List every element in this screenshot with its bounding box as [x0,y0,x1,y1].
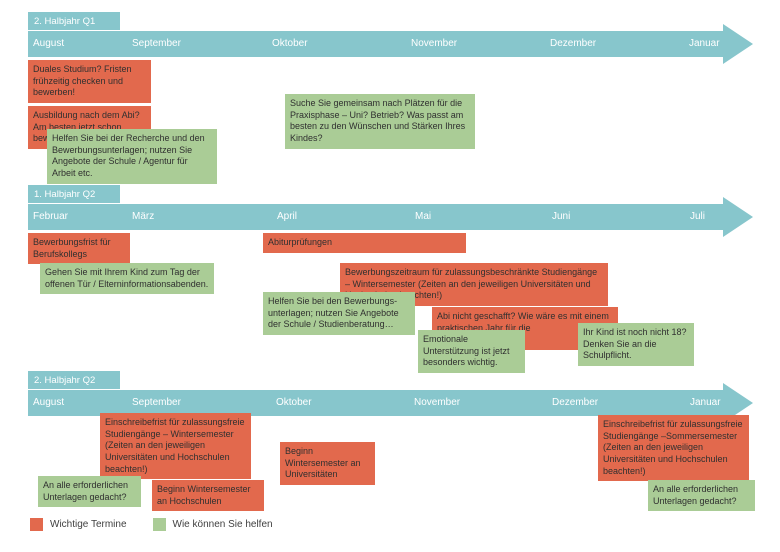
month-label: Januar [690,397,721,408]
important-event-box: Bewerbungsfrist für Berufskollegs [28,233,130,265]
month-label: Dezember [550,38,597,49]
month-label: Januar [689,38,720,49]
help-event-box: Helfen Sie bei der Recherche und den Bew… [47,129,217,184]
month-label: September [132,397,181,408]
month-label: März [132,211,155,222]
month-label: September [132,38,181,49]
legend-swatch-help [152,518,166,531]
month-label: November [414,397,461,408]
legend-label-important: Wichtige Termine [50,519,127,530]
timeline-3-title: 2. Halbjahr Q2 [28,371,120,389]
legend-label-help: Wie können Sie helfen [172,519,273,530]
timeline-2-title: 1. Halbjahr Q2 [28,185,120,203]
help-event-box: Suche Sie gemeinsam nach Plätzen für die… [285,94,475,149]
help-event-box: An alle erforderlichen Unterlagen gedach… [648,480,755,512]
month-label: Mai [415,211,432,222]
important-event-box: Beginn Wintersemester an Universitäten [280,442,375,486]
legend-swatch-important [30,518,43,531]
help-event-box: Emotionale Unterstützung ist jetzt beson… [418,330,525,374]
month-label: Dezember [552,397,599,408]
help-event-box: An alle erforderlichen Unterlagen gedach… [38,476,141,508]
month-label: Oktober [276,397,312,408]
important-event-box: Einschreibefrist für zulassungsfreie Stu… [598,415,749,482]
timeline-1-title: 2. Halbjahr Q1 [28,12,120,30]
important-event-box: Abiturprüfungen [263,233,466,253]
month-label: August [33,38,65,49]
timeline-3-arrow: August September Oktober November Dezemb… [28,390,723,416]
important-event-box: Bewerbungszeitraum für zulassungsbeschrä… [340,263,608,307]
important-event-box: Einschreibefrist für zulassungsfreie Stu… [100,413,251,480]
legend: Wichtige Termine Wie können Sie helfen [30,518,273,531]
month-label: Februar [33,211,69,222]
help-event-box: Helfen Sie bei den Bewerbungs-unterlagen… [263,292,415,336]
month-label: August [33,397,65,408]
timeline-1-arrow: August September Oktober November Dezemb… [28,31,723,57]
month-label: April [277,211,298,222]
month-label: Juni [552,211,571,222]
help-event-box: Ihr Kind ist noch nicht 18? Denken Sie a… [578,323,694,367]
month-label: Juli [690,211,706,222]
timeline-2-arrow: Februar März April Mai Juni Juli [28,204,723,230]
important-event-box: Beginn Wintersemester an Hochschulen [152,480,264,512]
help-event-box: Gehen Sie mit Ihrem Kind zum Tag der off… [40,263,214,295]
month-label: Oktober [272,38,308,49]
month-label: November [411,38,458,49]
important-event-box: Duales Studium? Fristen frühzeitig check… [28,60,151,104]
